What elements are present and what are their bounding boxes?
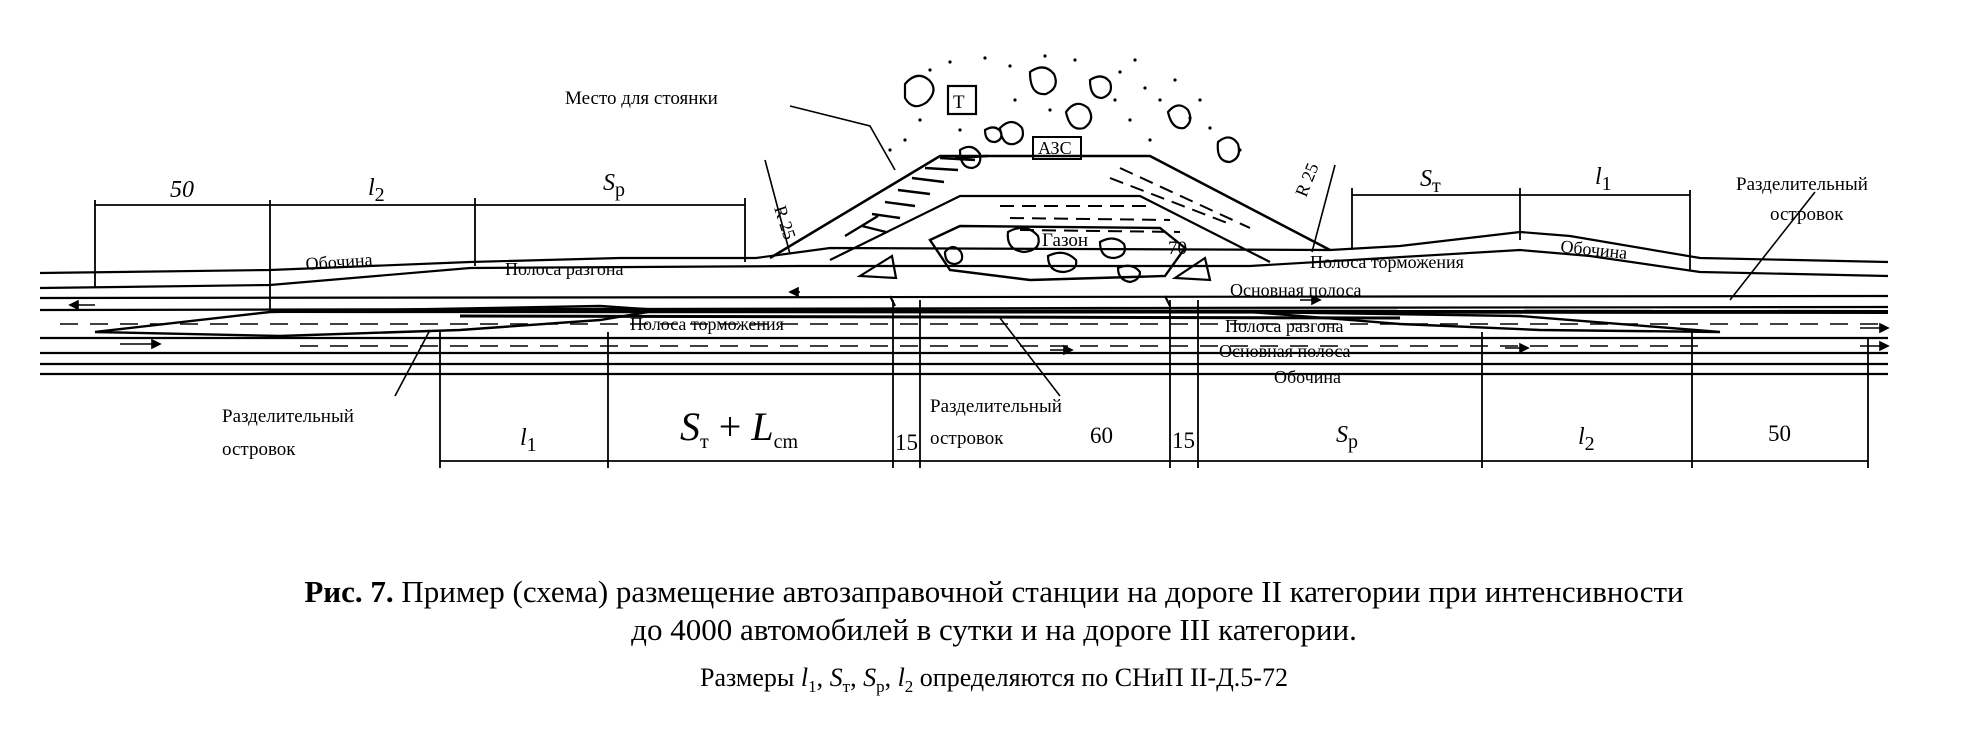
figure-label: Рис. 7. xyxy=(304,574,394,609)
direction-arrows xyxy=(68,286,1890,356)
radius-leader-left xyxy=(764,159,791,255)
dim-top-l1: l1 xyxy=(1595,164,1612,195)
dim-bottom-60: 60 xyxy=(1090,423,1113,448)
right-triangle-island xyxy=(1171,256,1212,282)
separator-leader-center xyxy=(999,317,1061,397)
dim-bottom-st-lcm: Sт + Lcm xyxy=(680,404,798,453)
dim-bottom-sp: Sр xyxy=(1336,422,1358,453)
accel-lane-label-bottom: Полоса разгона xyxy=(1225,316,1344,336)
parking-label: Место для стоянки xyxy=(565,88,718,109)
parking-stalls xyxy=(844,154,989,238)
decel-lane-label-top: Полоса торможения xyxy=(1310,252,1464,272)
separator-left-line2: островок xyxy=(222,439,296,460)
dim-bottom-15-left: 15 xyxy=(895,430,918,455)
top-shoulder-outer-line xyxy=(39,230,1889,275)
road-layout-diagram: Место для стоянки Т АЗС Газон R 25 R 25 … xyxy=(39,54,1890,468)
toilet-label: Т xyxy=(953,92,965,113)
top-dimension-ticks xyxy=(94,188,1691,312)
service-area-outline xyxy=(769,154,1331,260)
bottom-dimension-ticks xyxy=(439,300,1869,468)
separator-center-line2: островок xyxy=(930,428,1004,449)
upper-lane-line-1 xyxy=(39,294,1889,300)
main-lane-label-bottom: Основная полоса xyxy=(1219,341,1351,361)
caption-text-2: до 4000 автомобилей в сутки и на дороге … xyxy=(631,612,1357,647)
dim-top-st: Sт xyxy=(1420,166,1441,197)
separator-right-line2: островок xyxy=(1770,204,1844,225)
caption-text-1: Пример (схема) размещение автозаправочно… xyxy=(393,574,1684,609)
shoulder-label-right: Обочина xyxy=(1560,236,1629,263)
dim-bottom-50: 50 xyxy=(1768,421,1791,446)
radius-leader-right xyxy=(1311,164,1336,253)
right-separator-island xyxy=(1249,310,1721,334)
tree-blob xyxy=(903,66,1241,284)
dim-angle-70: 70 xyxy=(1168,238,1187,259)
left-triangle-island xyxy=(856,254,898,280)
shoulder-label-left: Обочина xyxy=(305,249,373,274)
main-lane-label-top: Основная полоса xyxy=(1230,280,1362,300)
service-area-inner-road xyxy=(829,194,1271,263)
lawn-island xyxy=(928,224,1187,282)
fuel-station-box xyxy=(1032,136,1082,160)
caption-line-1: Рис. 7. Пример (схема) размещение автоза… xyxy=(0,574,1988,610)
shoulder-label-bottom: Обочина xyxy=(1274,367,1341,387)
caption-line-3: Размеры l1, Sт, Sр, l2 определяются по С… xyxy=(700,663,1288,697)
fuel-station-label: АЗС xyxy=(1038,138,1072,158)
separator-leader-right xyxy=(1729,191,1816,301)
dim-top-sp: Sp xyxy=(603,170,625,201)
dim-top-l2: l2 xyxy=(368,175,385,206)
dim-bottom-l1: l1 xyxy=(520,425,537,456)
central-divider-band-2 xyxy=(459,314,1401,320)
separator-leader-left xyxy=(394,329,431,397)
gravel-dots xyxy=(888,54,1242,152)
parking-leader xyxy=(789,105,896,171)
lawn-label: Газон xyxy=(1042,230,1088,251)
caption-line-2: до 4000 автомобилей в сутки и на дороге … xyxy=(0,612,1988,648)
radius-label-right: R 25 xyxy=(1291,160,1322,199)
central-divider-band xyxy=(269,309,1889,314)
decel-lane-label-bottom: Полоса торможения xyxy=(630,314,784,334)
separator-right-line1: Разделительный xyxy=(1736,174,1868,195)
toilet-box xyxy=(946,84,978,116)
dim-bottom-15-right: 15 xyxy=(1172,428,1195,453)
top-shoulder-inner-line xyxy=(39,248,1889,290)
top-dimension-line xyxy=(95,194,1690,206)
dim-bottom-l2: l2 xyxy=(1578,424,1595,455)
dim-top-50: 50 xyxy=(170,177,194,203)
accel-lane-label-top: Полоса разгона xyxy=(505,259,624,279)
separator-center-line1: Разделительный xyxy=(930,396,1062,417)
radius-label-left: R 25 xyxy=(770,203,800,242)
separator-left-line1: Разделительный xyxy=(222,406,354,427)
service-area-hatching xyxy=(1000,167,1251,233)
